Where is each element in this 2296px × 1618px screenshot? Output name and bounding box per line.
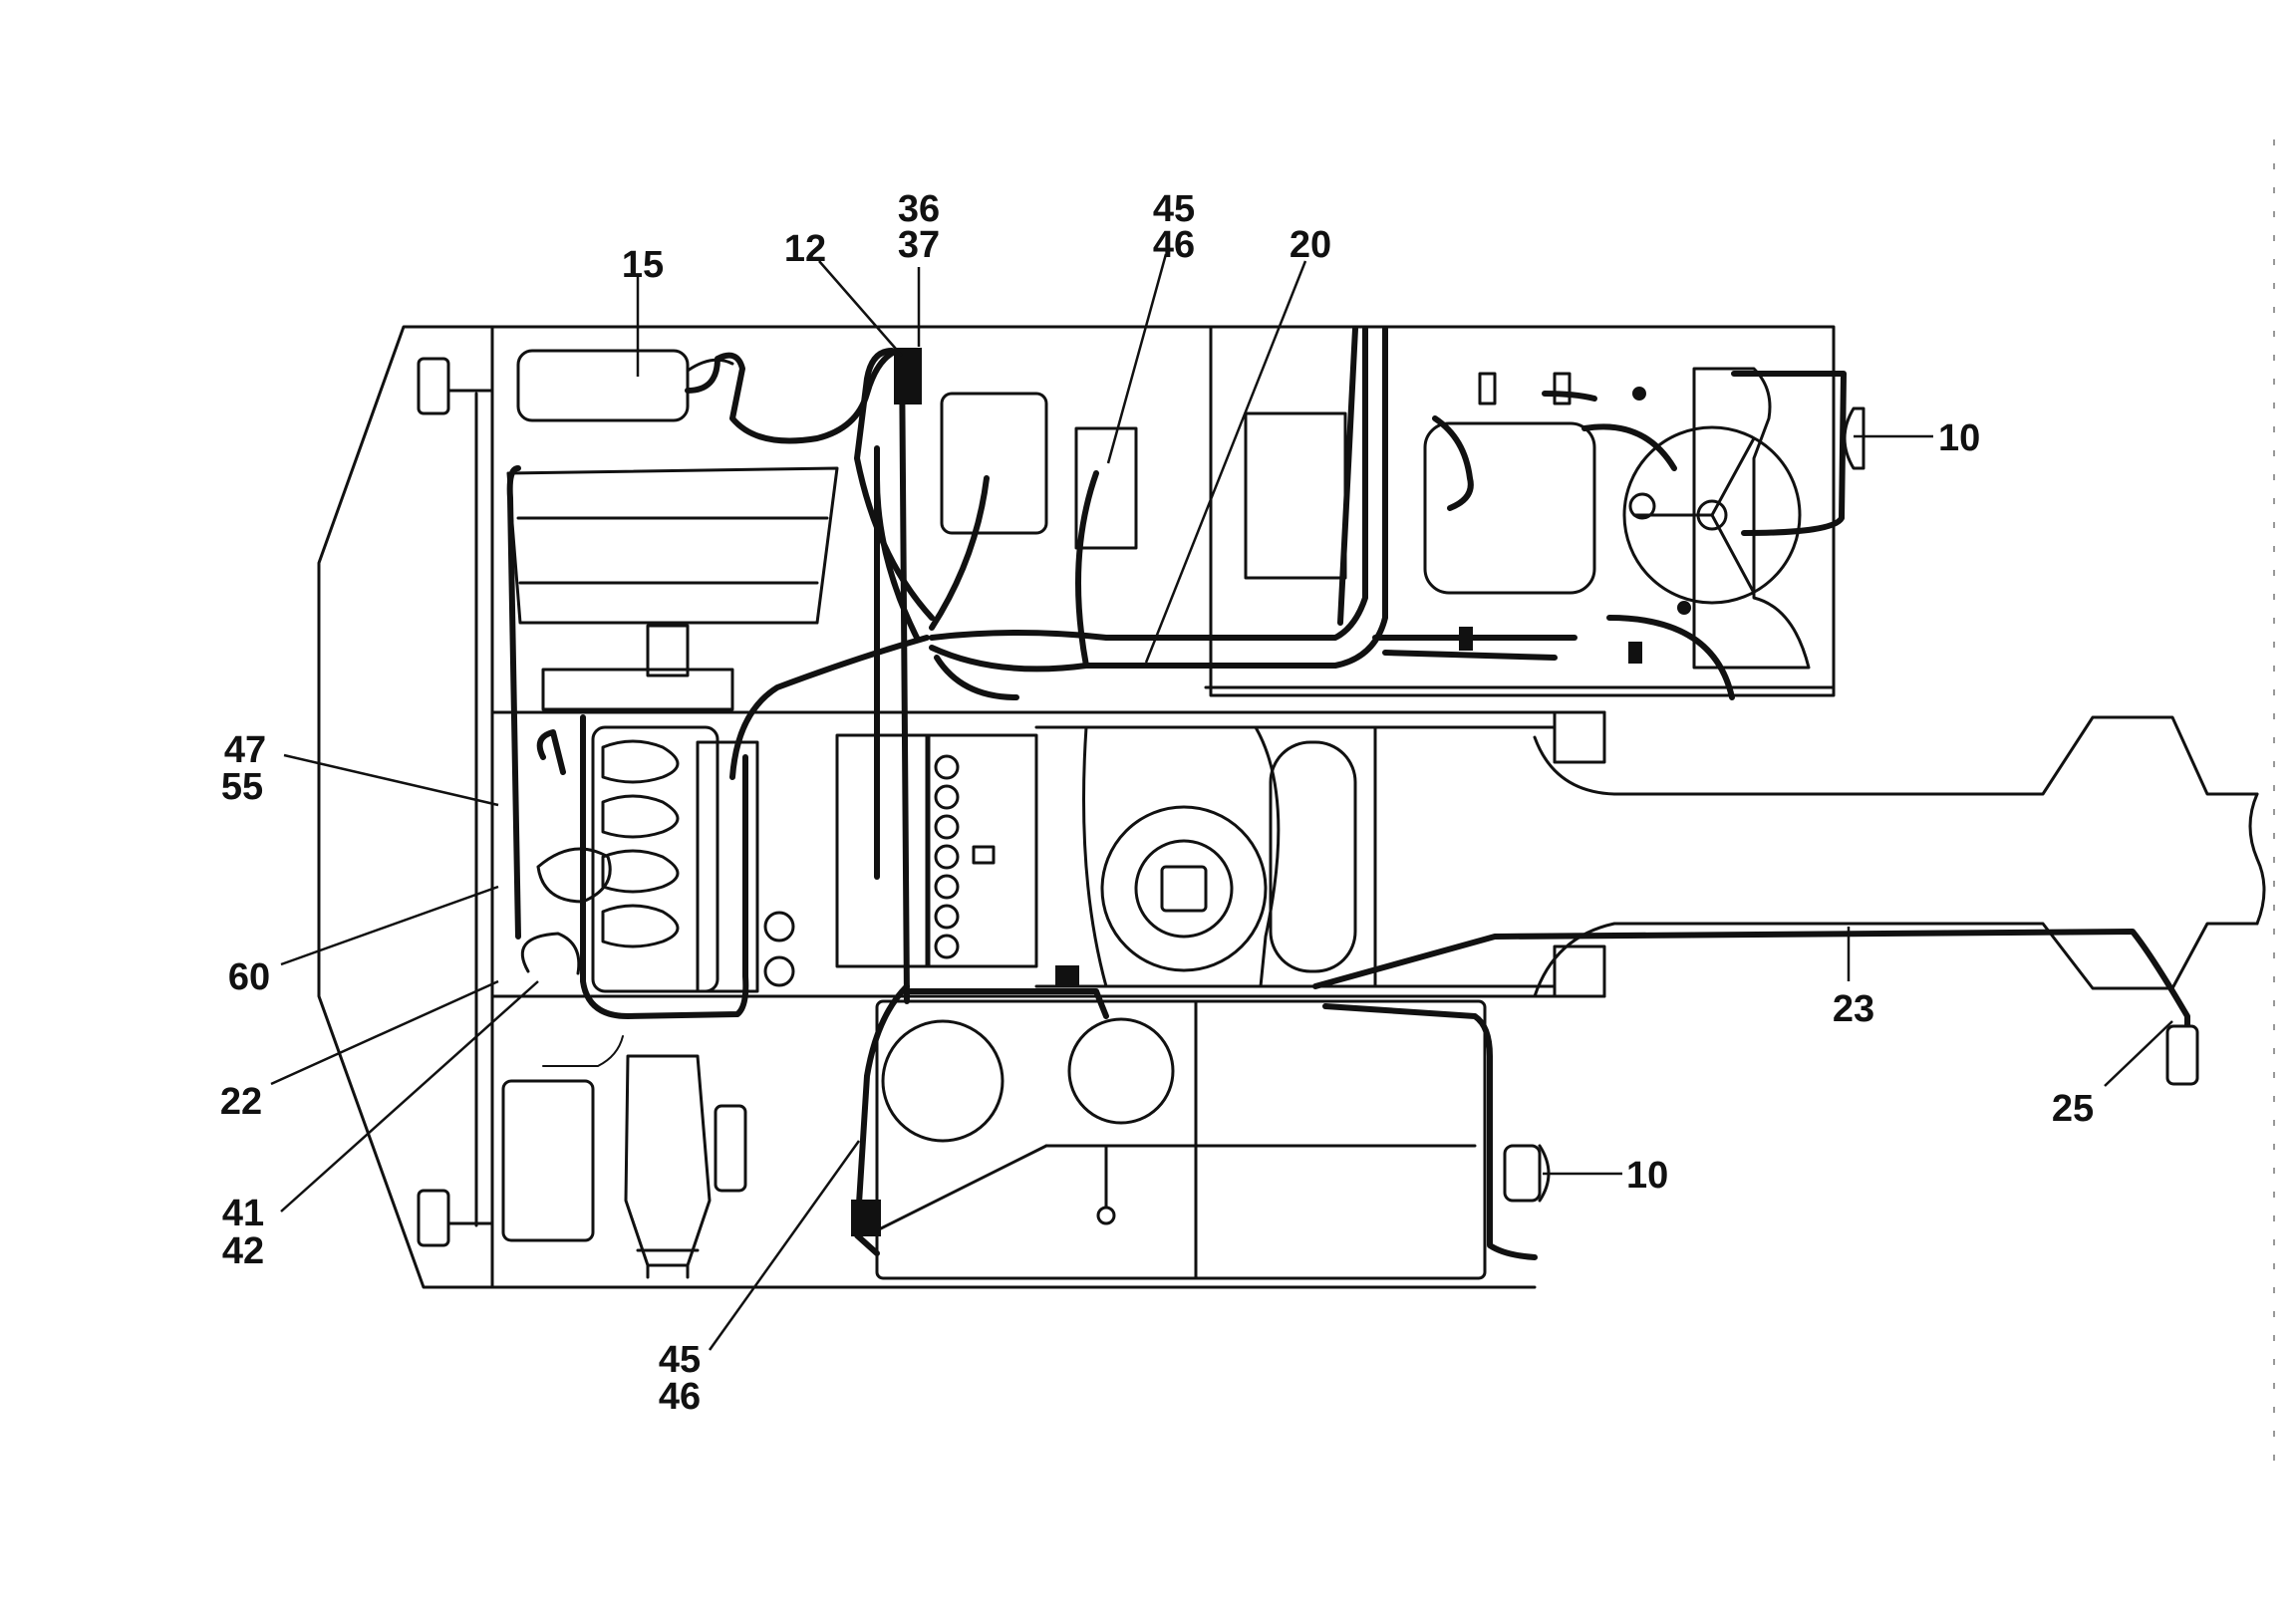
callout-60: 60 bbox=[228, 956, 270, 998]
rear-lower-compartment bbox=[875, 999, 1487, 1280]
callout-25: 25 bbox=[2052, 1088, 2094, 1130]
engine-block bbox=[520, 624, 795, 1019]
callout-12: 12 bbox=[784, 228, 826, 270]
steering-wheel bbox=[1622, 425, 1802, 605]
main-harness bbox=[729, 326, 2190, 1260]
callout-55: 55 bbox=[221, 766, 263, 808]
radiator-block bbox=[506, 465, 839, 940]
callout-37: 37 bbox=[898, 224, 940, 266]
callout-46-bottom: 46 bbox=[659, 1376, 701, 1418]
battery-box bbox=[516, 348, 900, 444]
callout-45-bottom: 45 bbox=[659, 1339, 701, 1381]
callout-23: 23 bbox=[1833, 988, 1874, 1030]
callout-labels: 15 12 36 37 45 46 20 10 47 55 60 22 41 4… bbox=[220, 188, 2094, 1418]
callout-45-top: 45 bbox=[1153, 188, 1195, 230]
rear-lamp-bottom bbox=[1503, 1144, 1551, 1203]
fuse-panel bbox=[835, 733, 1038, 968]
connector-details bbox=[851, 348, 2199, 1236]
callout-46-top: 46 bbox=[1153, 224, 1195, 266]
callout-10-bottom: 10 bbox=[1626, 1155, 1668, 1197]
callout-42: 42 bbox=[222, 1230, 264, 1272]
callout-41: 41 bbox=[222, 1193, 264, 1234]
cab-outline bbox=[317, 325, 1537, 1289]
chassis-rails bbox=[490, 710, 1606, 998]
cab-lamp-top bbox=[417, 357, 494, 415]
callout-15: 15 bbox=[622, 244, 664, 286]
boom-arm bbox=[1533, 715, 2266, 998]
rear-lamp-top bbox=[1843, 406, 1866, 470]
cab-lamp-bottom bbox=[417, 1189, 494, 1247]
callout-36: 36 bbox=[898, 188, 940, 230]
transmission bbox=[501, 1035, 747, 1279]
callout-10-top: 10 bbox=[1938, 417, 1980, 459]
centre-pivot bbox=[1082, 725, 1357, 988]
leader-lines bbox=[270, 253, 2173, 1351]
callout-20: 20 bbox=[1290, 224, 1331, 266]
callout-22: 22 bbox=[220, 1081, 262, 1123]
callout-47: 47 bbox=[224, 729, 266, 771]
